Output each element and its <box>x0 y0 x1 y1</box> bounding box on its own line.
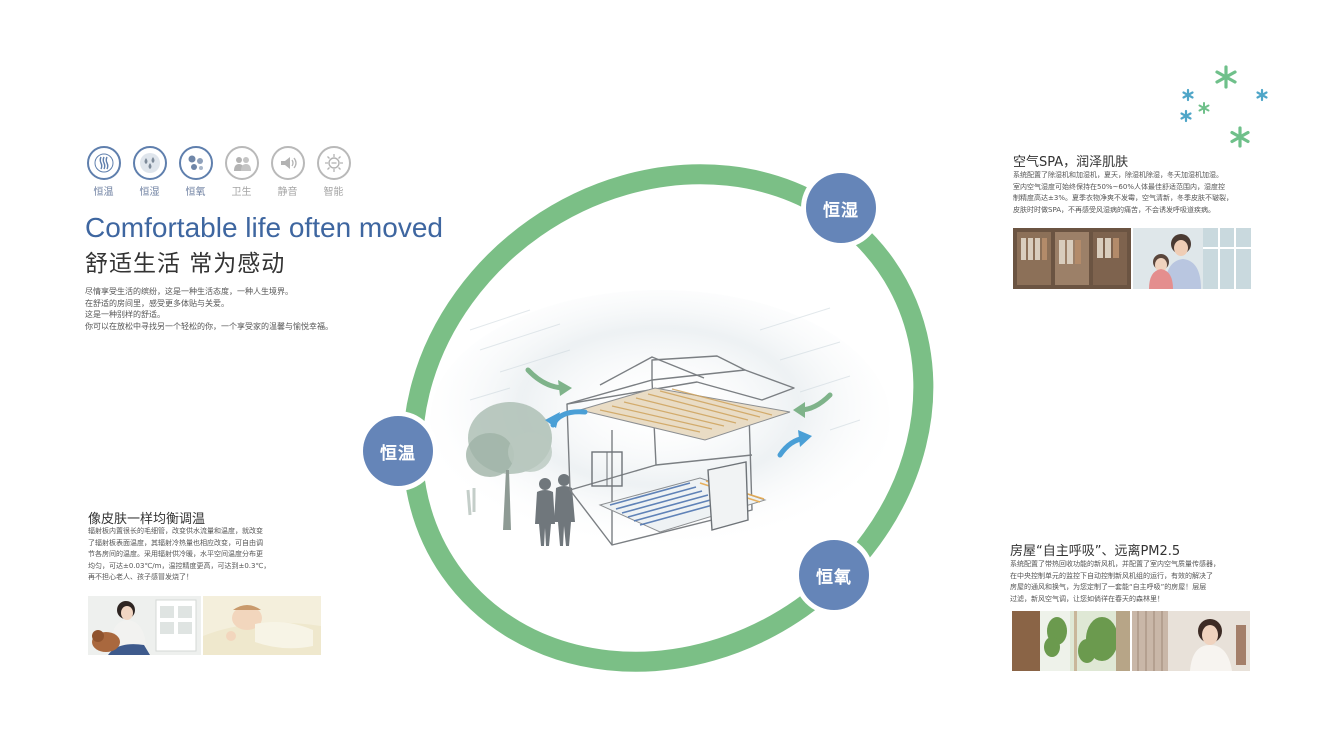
section-body-temperature: 辐射板内置很长的毛细管，改变供水流量和温度，就改变 了辐射板表面温度，其辐射冷热… <box>88 526 270 584</box>
feature-label: 恒温 <box>93 187 114 198</box>
quiet-icon <box>270 146 305 180</box>
feature-humidity: 恒湿 <box>130 146 169 198</box>
humidity-icon <box>132 146 167 180</box>
hub-oxygen <box>794 535 874 615</box>
feature-hygiene: 卫生 <box>222 146 261 198</box>
section-body-humidity: 系统配置了除湿机和加湿机，夏天，除湿机除湿，冬天加湿机加湿。 室内空气湿度可始终… <box>1013 170 1233 216</box>
hub-humidity <box>801 168 881 248</box>
feature-label: 恒湿 <box>139 187 160 198</box>
smart-icon <box>316 146 351 180</box>
section-line: 过滤，新风空气调，让您如倘徉在春天的森林里！ <box>1010 594 1164 603</box>
feature-quiet: 静音 <box>268 146 307 198</box>
photo-woman-relaxing <box>1132 611 1250 671</box>
hub-label-humidity: 恒湿 <box>823 200 859 221</box>
feature-icon-row: 恒温 恒湿 恒氧 卫生 静音 智能 <box>84 146 353 198</box>
temperature-icon <box>86 146 121 180</box>
hub-label-temperature: 恒温 <box>380 443 416 464</box>
hygiene-icon <box>224 146 259 180</box>
asterisk-icon <box>1230 126 1250 148</box>
photo-forest-interior <box>1012 611 1130 671</box>
section-title-humidity: 空气SPA，润泽肌肤 <box>1013 155 1129 170</box>
section-line: 辐射板内置很长的毛细管，改变供水流量和温度，就改变 <box>88 527 263 535</box>
section-line: 均匀，可达±0.03℃/m，温控精度更高，可达到±0.3℃， <box>88 561 271 570</box>
house-illustration <box>430 290 890 550</box>
section-line: 再不担心老人、孩子感冒发烧了！ <box>88 573 193 581</box>
section-line: 节各房间的温度。采用辐射供冷暖，水平空间温度分布更 <box>88 550 263 558</box>
intro-line: 你可以在放松中寻找另一个轻松的你，一个享受家的温馨与愉悦幸福。 <box>85 321 333 331</box>
section-line: 系统配置了带热回收功能的新风机，并配置了室内空气质量传感器， <box>1010 560 1220 568</box>
intro-paragraph: 尽情享受生活的缤纷，这是一种生活态度，一种人生境界。 在舒适的房间里，感受更多体… <box>85 286 385 332</box>
asterisk-icon <box>1215 65 1237 89</box>
headline-chinese: 舒适生活 常为感动 <box>85 251 286 277</box>
section-line: 皮肤时时做SPA，不再感受风湿病的痛苦，不会诱发呼吸道疾病。 <box>1013 205 1216 214</box>
section-line: 房屋的通风和换气，为您定制了一套能“自主呼吸”的房屋！层层 <box>1010 583 1207 591</box>
asterisk-icon <box>1182 88 1194 102</box>
section-line: 了辐射板表面温度，其辐射冷热量也相应改变，可自由调 <box>88 538 263 547</box>
feature-oxygen: 恒氧 <box>176 146 215 198</box>
section-body-oxygen: 系统配置了带热回收功能的新风机，并配置了室内空气质量传感器， 在中央控制单元的监… <box>1010 559 1220 605</box>
headline-english: Comfortable life often moved <box>85 212 443 243</box>
tree-illustration <box>466 402 552 530</box>
intro-line: 在舒适的房间里，感受更多体贴与关爱。 <box>85 298 229 308</box>
feature-label: 静音 <box>277 187 298 198</box>
hub-label-oxygen: 恒氧 <box>816 567 852 588</box>
decorative-asterisks <box>1180 65 1268 148</box>
airflow-arrows <box>525 367 833 458</box>
feature-smart: 智能 <box>314 146 353 198</box>
section-line: 制精度高达±3%。夏季衣物净爽不发霉，空气清新，冬季皮肤不皲裂， <box>1013 194 1233 202</box>
oxygen-icon <box>178 146 213 180</box>
section-line: 在中央控制单元的监控下自动控制新风机组的运行，有效的解决了 <box>1010 571 1213 580</box>
hub-temperature <box>358 411 438 491</box>
people-silhouettes <box>535 474 575 546</box>
asterisk-icon <box>1256 88 1268 102</box>
photo-sleeping-baby <box>203 596 321 655</box>
section-line: 系统配置了除湿机和加湿机，夏天，除湿机除湿，冬天加湿机加湿。 <box>1013 171 1223 179</box>
feature-label: 卫生 <box>231 187 252 198</box>
asterisk-icon <box>1198 102 1210 114</box>
photo-wardrobe <box>1013 228 1131 289</box>
green-cycle-ring <box>402 164 934 672</box>
photo-woman-with-dog <box>88 596 201 655</box>
feature-temperature: 恒温 <box>84 146 123 198</box>
section-title-temperature: 像皮肤一样均衡调温 <box>88 512 206 527</box>
asterisk-icon <box>1180 109 1192 123</box>
section-line: 室内空气湿度可始终保持在50%~60%人体最佳舒适范围内，湿度控 <box>1013 182 1225 191</box>
section-title-oxygen: 房屋“自主呼吸”、远离PM2.5 <box>1010 544 1181 559</box>
feature-label: 智能 <box>323 187 344 198</box>
feature-label: 恒氧 <box>185 187 206 198</box>
intro-line: 尽情享受生活的缤纷，这是一种生活态度，一种人生境界。 <box>85 287 293 296</box>
intro-line: 这是一种别样的舒适。 <box>85 310 165 319</box>
photo-mother-child <box>1133 228 1251 289</box>
